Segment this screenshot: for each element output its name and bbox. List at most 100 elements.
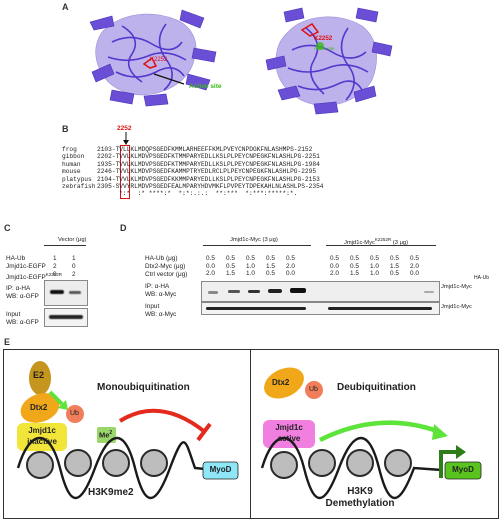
panel-e-divider — [250, 349, 251, 519]
alignment-row: gibbon 2202-TVVLKLMDVPSGEDFKTMMPARYEDLLK… — [62, 153, 324, 160]
d-group1-line — [203, 245, 311, 246]
deubiquitination-label: Deubiquitination — [337, 382, 416, 393]
panel-e-frame — [3, 349, 499, 519]
myod-left-label: MyoD — [209, 465, 232, 474]
myod-right-label: MyoD — [452, 465, 474, 474]
e2-label: E2 — [33, 370, 45, 380]
inhibition-arc — [118, 408, 207, 434]
c-label-jmjd1c-mut: Jmjd1c-EGFPK2252R — [6, 272, 63, 282]
activation-arrow — [318, 420, 441, 443]
dna-strand-left — [16, 436, 216, 500]
dna-strand-right — [260, 436, 443, 500]
me2-label: Me2 — [99, 430, 113, 440]
consensus-row: *:* :* ****:* *:*:.:.: **:*** *:***:****… — [62, 190, 324, 197]
species-name: platypus — [62, 175, 92, 183]
alignment-row: mouse 2246-TVVLKLMDVPSGEDFKAMMPTRYEDLRCL… — [62, 168, 324, 175]
alignment-row: frog 2103-TVLLKLMDQPSGEDFKMMLARHEEFFKMLP… — [62, 146, 324, 153]
protein-structure-left — [89, 9, 217, 107]
active-site-right-marker — [316, 42, 324, 50]
c-val: 1 — [72, 255, 76, 262]
d-right-label-1: Jmjd1c-Myc — [441, 284, 472, 290]
ub-right-label: Ub — [309, 386, 318, 393]
d-group1-header: Jmjd1c-Myc (3 μg) — [230, 237, 278, 243]
d-right-label-2: Jmjd1c-Myc — [441, 304, 472, 310]
c-val: 0 — [72, 263, 76, 270]
sequence: 2246-TVVLKLMDVPSGEDFKAMMPTRYEDLRCLPLPEYC… — [97, 168, 317, 176]
residue-marker-2252: 2252 — [117, 125, 132, 132]
active-site-label-right: Active site — [314, 46, 335, 51]
d-blot-ip — [201, 281, 440, 302]
species-name: zebrafish — [62, 183, 96, 191]
sequence: 2104-TVVLKLMDVPSGEDFKKMMPARYEDLLKSLPLPEY… — [97, 175, 320, 183]
active-site-arrow — [153, 73, 185, 85]
sequence: 2202-TVVLKLMDVPSGEDFKTMMPARYEDLLKSLPLPEY… — [97, 153, 320, 161]
c-label-ha-ub: HA-Ub — [6, 255, 26, 262]
dtx2-right-shape — [264, 367, 304, 399]
species-name: gibbon — [62, 153, 85, 161]
myod-right-shape — [444, 461, 482, 480]
nucleosomes-right — [270, 449, 412, 479]
sequence: 2305-SVVYRLMDVPSGEDFEALMPARYHDVMKFLPVPEY… — [97, 183, 324, 191]
residue-label-right: K2252 — [314, 35, 333, 42]
species-name: human — [62, 160, 81, 168]
c-label-jmjd1c: Jmjd1c-EGFP — [6, 263, 46, 270]
panel-e-label: E — [4, 337, 11, 347]
residue-label-left: K2252 — [150, 57, 168, 63]
d-group2-header: Jmjd1c-MycK2252R (3 μg) — [344, 237, 409, 246]
d-right-label-1-sup: HA-Ub — [474, 275, 490, 281]
c-blot-input — [44, 308, 88, 327]
e2-to-ub-arrow — [48, 390, 64, 406]
dtx2-right-label: Dtx2 — [272, 378, 290, 387]
sequence: 2103-TVLLKLMDQPSGEDFKMMLARHEEFFKMLPVEYCN… — [97, 146, 313, 153]
h3k9me2-label: H3K9me2 — [88, 487, 134, 498]
alignment-row: human 1935-TVVLKLMDVPSGEDFKTMMPARYEDLLKS… — [62, 161, 324, 168]
marker-arrow — [123, 132, 129, 145]
transcription-start-arrow — [439, 450, 458, 478]
panel-c-label: C — [4, 223, 11, 233]
c-val: 1 — [53, 255, 57, 262]
vector-header: Vector (μg) — [58, 237, 87, 243]
alignment-row: zebrafish 2305-SVVYRLMDVPSGEDFEALMPARYHD… — [62, 183, 324, 190]
d-row-label: Ctrl vector (μg) — [145, 271, 188, 278]
e2-shape — [29, 361, 51, 395]
monoubiquitination-label: Monoubiquitination — [97, 382, 190, 393]
active-site-label: Active site — [189, 83, 222, 90]
alignment-highlight-box — [120, 145, 130, 199]
species-name: mouse — [62, 168, 81, 176]
d-row-label: Dtx2-Myc (μg) — [145, 263, 186, 270]
dtx2-left-label: Dtx2 — [30, 403, 48, 412]
consensus-line: *:* :* ****:* *:*:.:.: **:*** *:***:****… — [119, 190, 298, 198]
d-row-label: HA-Ub (μg) — [145, 255, 178, 262]
c-val: 2 — [53, 263, 57, 270]
species-name: frog — [62, 146, 77, 153]
panel-d-label: D — [120, 223, 127, 233]
ub-left-label: Ub — [70, 410, 79, 417]
d-blot-input — [201, 302, 440, 315]
myod-left-shape — [202, 461, 239, 480]
ub-left-shape — [66, 405, 84, 423]
nucleosomes-left — [26, 449, 168, 479]
ub-right-shape — [305, 381, 323, 399]
sequence-alignment: frog 2103-TVLLKLMDQPSGEDFKMMLARHEEFFKMLP… — [62, 146, 324, 198]
d-group2-line — [326, 245, 436, 246]
vector-header-line — [44, 245, 86, 246]
c-blot-ip — [44, 280, 88, 306]
dtx2-left-shape — [20, 393, 60, 423]
c-val: 2 — [72, 271, 76, 278]
sequence: 1935-TVVLKLMDVPSGEDFKTMMPARYEDLLKSLPLPEY… — [97, 160, 320, 168]
panel-b-label: B — [62, 124, 69, 134]
k2252-residue-right — [300, 23, 320, 37]
panel-a-label: A — [62, 2, 69, 12]
c-val: 0 — [53, 271, 57, 278]
